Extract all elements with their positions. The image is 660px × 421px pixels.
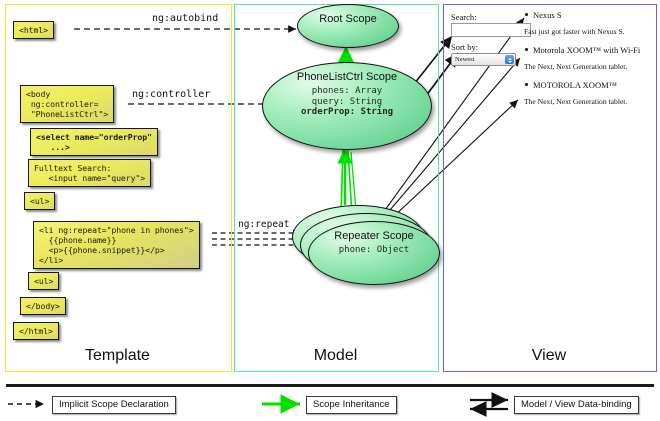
scope-repeater-props: phone: Object: [309, 245, 439, 256]
edge-label-ng-repeat: ng:repeat: [238, 219, 290, 230]
code-box-ul-open: <ul>: [24, 192, 56, 210]
code-box-html-open: <html>: [13, 21, 54, 39]
prop-phones: phones: Array: [311, 86, 383, 96]
edge-label-ng-autobind: ng:autobind: [152, 13, 219, 24]
prop-query: query: String: [311, 96, 383, 107]
search-input[interactable]: [451, 23, 531, 37]
sort-select-value: Newest: [455, 56, 475, 63]
scope-root-title: Root Scope: [319, 13, 377, 25]
phone-list: Nexus S Fast just got faster with Nexus …: [524, 10, 656, 115]
column-template: [5, 4, 232, 372]
code-box-li-repeat: <li ng:repeat="phone in phones"> {{phone…: [33, 221, 200, 269]
code-box-select: <select name="orderProp" ...>: [30, 128, 158, 156]
phone-snippet: The Next, Next Generation tablet.: [524, 62, 628, 71]
phone-snippet: The Next, Next Generation tablet.: [524, 97, 628, 106]
column-label-model: Model: [313, 347, 358, 364]
legend-label-inheritance: Scope Inheritance: [306, 396, 397, 414]
search-label: Search:: [451, 12, 477, 22]
legend-label-databinding: Model / View Data-binding: [514, 396, 639, 414]
scope-repeater-title: Repeater Scope: [334, 230, 414, 242]
edge-label-ng-controller: ng:controller: [132, 89, 211, 100]
sort-select[interactable]: Newest: [451, 53, 516, 66]
edge-scope-inheritance: [336, 46, 358, 223]
phone-name[interactable]: Nexus S: [524, 10, 656, 20]
edge-ng-repeat: [212, 229, 312, 249]
chevron-updown-icon: [505, 55, 514, 64]
list-item[interactable]: Nexus S Fast just got faster with Nexus …: [524, 10, 656, 36]
scope-phonelistctrl-props: phones: Array query: String orderProp: S…: [263, 86, 431, 118]
phone-snippet: Fast just got faster with Nexus S.: [524, 27, 625, 36]
phone-name[interactable]: MOTOROLA XOOM™: [524, 80, 656, 90]
list-item[interactable]: Motorola XOOM™ with Wi-Fi The Next, Next…: [524, 45, 656, 71]
legend-label-implicit: Implicit Scope Declaration: [52, 396, 176, 414]
code-box-body-close: </body>: [20, 297, 66, 315]
scope-repeater: Repeater Scope phone: Object: [308, 221, 440, 285]
code-box-ul-close: <ul>: [28, 272, 60, 290]
scope-phonelistctrl: PhoneListCtrl Scope phones: Array query:…: [262, 62, 432, 150]
list-item[interactable]: MOTOROLA XOOM™ The Next, Next Generation…: [524, 80, 656, 106]
code-box-html-close: </html>: [13, 322, 59, 340]
column-label-template: Template: [85, 347, 150, 364]
view-controls: Search: Sort by: Newest: [451, 12, 649, 66]
sort-label: Sort by:: [451, 42, 479, 52]
code-box-body-open: <body ng:controller= "PhoneListCtrl">: [20, 85, 115, 123]
column-view: [443, 4, 657, 372]
phone-name[interactable]: Motorola XOOM™ with Wi-Fi: [524, 45, 656, 55]
code-box-search: Fulltext Search: <input name="query">: [28, 159, 152, 187]
scope-phonelistctrl-title: PhoneListCtrl Scope: [296, 71, 398, 83]
scope-root: Root Scope: [297, 4, 399, 48]
column-model: [234, 4, 439, 372]
prop-orderprop: orderProp: String: [300, 107, 394, 117]
column-label-view: View: [531, 347, 567, 364]
prop-phone: phone: Object: [338, 245, 410, 255]
legend-divider: [6, 384, 654, 387]
